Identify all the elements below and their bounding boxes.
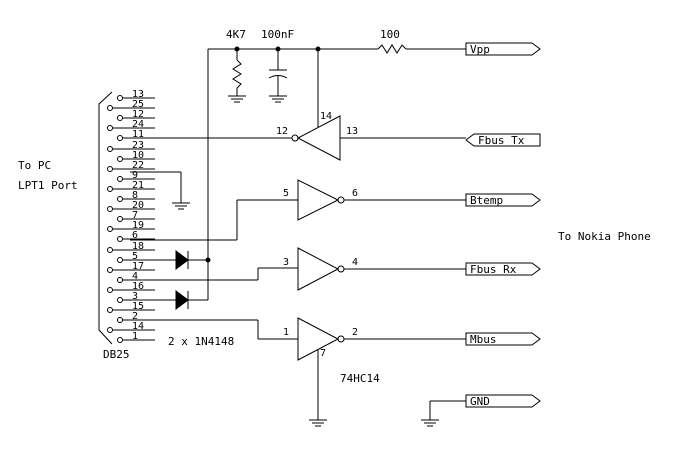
db25-pin-number: 1	[132, 331, 138, 342]
gnd-tag: GND	[465, 394, 541, 408]
db25-pin-number: 6	[132, 230, 138, 241]
diodes-label: 2 x 1N4148	[168, 335, 234, 348]
db25-pin-20: 20	[107, 200, 155, 212]
gate1-vcc-pin: 14	[320, 111, 332, 122]
diode-1n4148-1	[130, 250, 208, 270]
fbus-tx-tag: Fbus Tx	[465, 133, 541, 147]
db25-pin-number: 16	[132, 281, 144, 292]
db25-pin-number: 2	[132, 311, 138, 322]
db25-pin-number: 24	[132, 119, 144, 130]
db25-pin-14: 14	[107, 321, 155, 333]
db25-pin-number: 23	[132, 140, 144, 151]
db25-pin-12: 12	[117, 109, 155, 121]
vpp-rail: 100	[208, 28, 466, 54]
db25-pin-21: 21	[107, 180, 155, 192]
db25-pin-6: 6	[117, 230, 155, 242]
gate4-in-pin: 1	[283, 327, 289, 338]
db25-pin-number: 19	[132, 220, 144, 231]
resistor-100-label: 100	[380, 28, 400, 41]
gate3-out-pin: 4	[352, 257, 358, 268]
fbus-rx-tag: Fbus Rx	[465, 262, 541, 276]
signal-label: Fbus Rx	[470, 263, 517, 276]
db25-pin-number: 15	[132, 301, 144, 312]
capacitor-100nf-label: 100nF	[261, 28, 294, 41]
mbus-tag: Mbus	[465, 332, 541, 346]
db25-pin-19: 19	[107, 220, 155, 232]
signal-label: GND	[470, 395, 490, 408]
btemp-tag: Btemp	[465, 193, 541, 207]
db25-pin-16: 16	[107, 281, 155, 293]
db25-pin-1: 1	[117, 331, 155, 343]
signal-label: Fbus Tx	[478, 134, 525, 147]
db25-connector: 1325122411231022921820719618517416315214…	[98, 89, 155, 345]
db25-pin-number: 22	[132, 160, 144, 171]
db25-pin-17: 17	[107, 261, 155, 273]
db25-pin-7: 7	[117, 210, 155, 222]
gate4-out-pin: 2	[352, 327, 358, 338]
db25-pin-number: 13	[132, 89, 144, 100]
gate3-in-pin: 3	[283, 257, 289, 268]
signal-label: Mbus	[470, 333, 497, 346]
db25-pin-number: 12	[132, 109, 144, 120]
db25-pin-number: 5	[132, 251, 138, 262]
db25-pin-number: 9	[132, 170, 138, 181]
gate2-out-pin: 6	[352, 188, 358, 199]
gate1-in-pin: 12	[276, 126, 288, 137]
inverter-gate-4: 1 2 7	[130, 317, 466, 427]
inverter-gate-1: 14 12 13	[130, 49, 466, 161]
db25-pin-number: 18	[132, 241, 144, 252]
db25-pin-24: 24	[107, 119, 155, 131]
gate2-in-pin: 5	[283, 188, 289, 199]
resistor-4k7: 4K7	[226, 28, 246, 103]
db25-pin-number: 10	[132, 150, 144, 161]
db25-pin-8: 8	[117, 190, 155, 202]
db25-pin-25: 25	[107, 99, 155, 111]
db25-pin-18: 18	[107, 241, 155, 253]
db25-pin-number: 7	[132, 210, 138, 221]
db25-pin-22: 22	[107, 160, 155, 172]
inverter-gate-2: 5 6	[130, 179, 466, 241]
db25-pin-10: 10	[117, 150, 155, 162]
db25-label: DB25	[103, 348, 130, 361]
vpp-tag: Vpp	[465, 42, 541, 56]
db25-pin-9: 9	[117, 170, 155, 182]
db25-pin-number: 3	[132, 291, 138, 302]
db25-pin-number: 4	[132, 271, 138, 282]
db25-pin-11: 11	[117, 129, 155, 141]
ic-74hc14-label: 74HC14	[340, 372, 380, 385]
gate1-out-pin: 13	[346, 126, 358, 137]
db25-pin-number: 11	[132, 129, 144, 140]
signal-label: Btemp	[470, 194, 503, 207]
resistor-4k7-label: 4K7	[226, 28, 246, 41]
lpt1-port-label: LPT1 Port	[18, 179, 78, 192]
db25-pin-number: 14	[132, 321, 144, 332]
diode-cathode-bus	[205, 49, 211, 300]
signal-label: Vpp	[470, 43, 490, 56]
gate4-gnd-pin: 7	[320, 348, 326, 359]
diode-1n4148-2	[130, 290, 208, 310]
inverter-gate-3: 3 4	[130, 247, 466, 291]
capacitor-100nf: 100nF	[261, 28, 294, 103]
to-pc-label: To PC	[18, 159, 51, 172]
db25-pin-number: 8	[132, 190, 138, 201]
gnd-connection	[421, 400, 466, 427]
db25-pin-15: 15	[107, 301, 155, 313]
to-nokia-phone-label: To Nokia Phone	[558, 230, 651, 243]
db25-pin-13: 13	[117, 89, 155, 101]
db25-pin-23: 23	[107, 140, 155, 152]
db25-pins: 1325122411231022921820719618517416315214…	[107, 89, 155, 343]
db25-pin-number: 25	[132, 99, 144, 110]
db25-pin-number: 20	[132, 200, 144, 211]
pin22-ground	[130, 171, 190, 210]
db25-pin-number: 17	[132, 261, 144, 272]
resistor-100	[377, 44, 407, 54]
db25-pin-number: 21	[132, 180, 144, 191]
